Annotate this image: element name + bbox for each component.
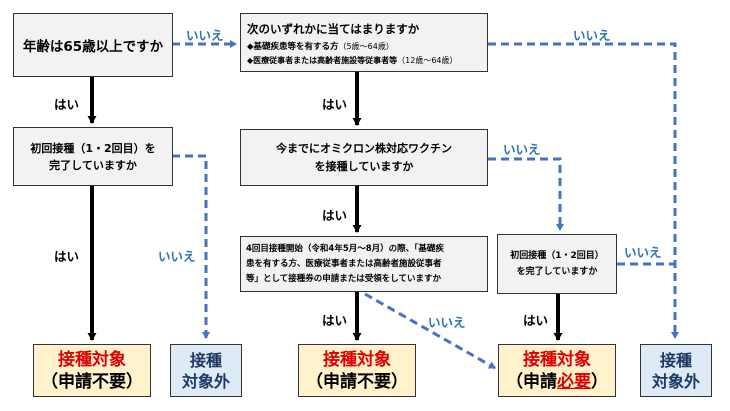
label-no-q3: いいえ — [158, 249, 196, 264]
label-yes-q6: はい — [523, 313, 549, 328]
q1-text: 年齢は65歳以上ですか — [22, 39, 164, 55]
arrow-q4-q6-no — [488, 157, 564, 231]
q3-line2: 完了していますか — [49, 158, 137, 172]
result5-line1: 接種 — [659, 350, 692, 370]
label-no-q4: いいえ — [503, 142, 541, 157]
result-excluded-1: 接種 対象外 — [170, 344, 242, 397]
label-no-q2: いいえ — [573, 28, 611, 43]
label-no-q1: いいえ — [186, 28, 224, 43]
q4-line1: 今までにオミクロン株対応ワクチン — [276, 141, 452, 155]
arrow-q5-result4-no — [364, 292, 496, 370]
label-yes-q4: はい — [322, 208, 348, 223]
q5-line1: 4回目接種開始（令和4年5月～8月）の際、「基礎疾 — [246, 243, 444, 254]
label-no-q5: いいえ — [428, 315, 466, 330]
result-excluded-2: 接種 対象外 — [640, 344, 712, 397]
q1-age-box: 年齢は65歳以上ですか — [13, 13, 173, 77]
result3-line1: 接種対象 — [323, 349, 391, 370]
q6-line2: を完了していますか — [516, 267, 598, 277]
application-required-emphasis: 必要 — [557, 371, 591, 392]
result-target-no-application-2: 接種対象 （申請不要） — [298, 344, 416, 397]
q2-title: 次のいずれかに当てはまりますか — [247, 22, 420, 36]
q2-bullet1: ◆基礎疾患等を有する方（5歳～64歳） — [247, 42, 394, 52]
q5-fourth-dose-box: 4回目接種開始（令和4年5月～8月）の際、「基礎疾 患を有する方、医療従事者また… — [240, 236, 488, 292]
result-target-application-required: 接種対象 （申請必要） — [498, 344, 616, 397]
q2-eligibility-box: 次のいずれかに当てはまりますか ◆基礎疾患等を有する方（5歳～64歳） ◆医療従… — [240, 13, 488, 72]
result4-line2: （申請必要） — [506, 371, 608, 392]
result1-line2: （申請不要） — [41, 371, 143, 392]
q3-initial-vaccination-box: 初回接種（1・2回目）を 完了していますか — [13, 127, 173, 186]
q6-line1: 初回接種（1・2回目） — [510, 251, 604, 261]
label-no-q6: いいえ — [624, 245, 662, 260]
result2-line2: 対象外 — [181, 371, 230, 391]
result1-line1: 接種対象 — [58, 349, 126, 370]
label-yes-q3: はい — [54, 249, 80, 264]
q4-omicron-box: 今までにオミクロン株対応ワクチン を接種していますか — [240, 129, 488, 186]
label-yes-q5: はい — [322, 313, 348, 328]
arrow-q2-excluded-no — [488, 42, 679, 339]
q4-line2: を接種していますか — [314, 159, 414, 173]
arrow-q3-excluded-no — [172, 154, 210, 339]
q5-line3: 等」として接種券の申請または受領をしていますか — [246, 273, 441, 284]
label-yes-q1: はい — [54, 97, 80, 112]
result4-line1: 接種対象 — [523, 349, 591, 370]
q6-initial-vaccination-box: 初回接種（1・2回目） を完了していますか — [497, 234, 617, 294]
q2-bullet2: ◆医療従事者または高齢者施設等従事者等（12歳～64歳） — [247, 56, 458, 65]
q5-line2: 患を有する方、医療従事者または高齢者施設従事者 — [246, 258, 442, 269]
result3-line2: （申請不要） — [306, 371, 408, 392]
result-target-no-application-1: 接種対象 （申請不要） — [33, 344, 151, 397]
result5-line2: 対象外 — [651, 371, 700, 391]
q3-line1: 初回接種（1・2回目）を — [30, 141, 156, 155]
label-yes-q2: はい — [322, 97, 348, 112]
result2-line1: 接種 — [189, 350, 222, 370]
